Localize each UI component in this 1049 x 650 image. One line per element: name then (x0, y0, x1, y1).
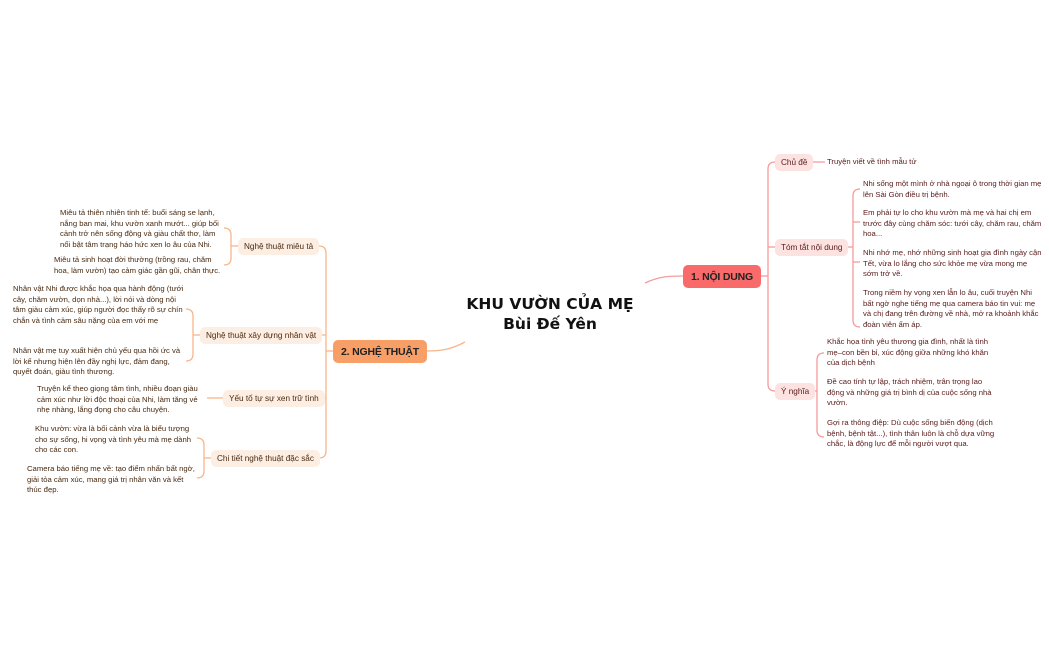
topic-y-nghia[interactable]: Ý nghĩa (775, 383, 816, 400)
topic-mieu-ta[interactable]: Nghệ thuật miêu tả (238, 238, 320, 255)
central-title: KHU VƯỜN CỦA MẸ (466, 295, 634, 313)
topic-tom-tat[interactable]: Tóm tắt nội dung (775, 239, 849, 256)
topic-xay-dung-nhan-vat[interactable]: Nghệ thuật xây dựng nhân vật (200, 327, 323, 344)
leaf-tom-tat-4[interactable]: Trong niềm hy vọng xen lẫn lo âu, cuối t… (863, 288, 1039, 329)
topic-chu-de[interactable]: Chủ đề (775, 154, 814, 171)
leaf-chi-tiet-1[interactable]: Khu vườn: vừa là bối cảnh vừa là biểu tư… (35, 424, 191, 454)
leaf-mieu-ta-1[interactable]: Miêu tả thiên nhiên tinh tế: buổi sáng s… (60, 208, 219, 249)
main-topic-noi-dung[interactable]: 1. NỘI DUNG (683, 265, 761, 288)
main-topic-nghe-thuat[interactable]: 2. NGHỆ THUẬT (333, 340, 427, 363)
leaf-tom-tat-3[interactable]: Nhi nhớ mẹ, nhớ những sinh hoạt gia đình… (863, 248, 1042, 278)
topic-chi-tiet[interactable]: Chi tiết nghệ thuật đặc sắc (211, 450, 320, 467)
leaf-tom-tat-1[interactable]: Nhi sống một mình ở nhà ngoại ô trong th… (863, 179, 1042, 199)
leaf-y-nghia-3[interactable]: Gợi ra thông điệp: Dù cuộc sống biến độn… (827, 418, 995, 448)
leaf-nhan-vat-1[interactable]: Nhân vật Nhi được khắc họa qua hành động… (13, 284, 184, 325)
leaf-chi-tiet-2[interactable]: Camera báo tiếng mẹ về: tạo điểm nhấn bấ… (27, 464, 195, 494)
central-topic[interactable]: KHU VƯỜN CỦA MẸ Bùi Đế Yên (440, 294, 660, 334)
topic-tu-su-tru-tinh[interactable]: Yếu tố tự sự xen trữ tình (223, 390, 325, 407)
leaf-mieu-ta-2[interactable]: Miêu tả sinh hoạt đời thường (trồng rau,… (54, 255, 221, 275)
leaf-nhan-vat-2[interactable]: Nhân vật mẹ tuy xuất hiện chủ yếu qua hồ… (13, 346, 181, 376)
leaf-tom-tat-2[interactable]: Em phải tự lo cho khu vườn mà mẹ và hai … (863, 208, 1042, 238)
central-author: Bùi Đế Yên (503, 315, 597, 333)
leaf-chu-de-1[interactable]: Truyện viết về tình mẫu tử (827, 157, 917, 166)
leaf-y-nghia-2[interactable]: Đề cao tính tự lập, trách nhiệm, trân tr… (827, 377, 992, 407)
leaf-tu-su-1[interactable]: Truyện kể theo giọng tâm tình, nhiều đoạ… (37, 384, 198, 414)
leaf-y-nghia-1[interactable]: Khắc họa tình yêu thương gia đình, nhất … (827, 337, 989, 367)
